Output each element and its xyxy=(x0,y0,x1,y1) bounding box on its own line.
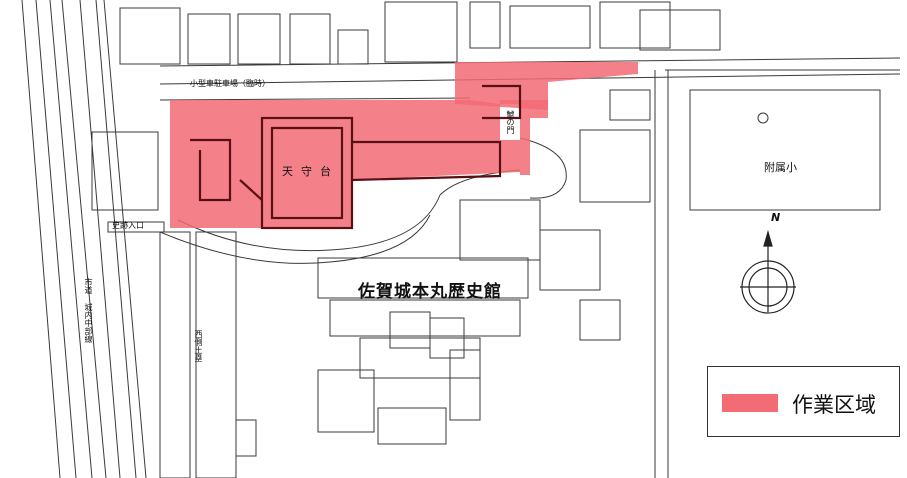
moat-label: 西側土塁 xyxy=(194,330,203,362)
street-label: 市道 城内中部線 xyxy=(84,278,93,343)
legend: 作業区域 xyxy=(707,366,900,437)
gate-label: 鯱の門 xyxy=(506,110,515,134)
tenshudai-label: 天守台 xyxy=(282,165,339,178)
tenshudai-outline xyxy=(190,84,522,230)
north-label: N xyxy=(771,211,781,224)
museum-label: 佐賀城本丸歴史館 xyxy=(358,282,502,302)
school-label: 附属小 xyxy=(764,161,797,174)
parking-label: 小型車駐車場（臨時） xyxy=(190,79,270,88)
legend-swatch xyxy=(722,394,778,412)
compass-rose-icon xyxy=(740,229,796,314)
work-area-main xyxy=(170,100,520,228)
work-area-top-strip xyxy=(455,62,638,110)
legend-label: 作業区域 xyxy=(792,393,876,417)
work-area-gate-path xyxy=(500,100,548,175)
entrance-label: 史跡入口 xyxy=(112,221,144,230)
